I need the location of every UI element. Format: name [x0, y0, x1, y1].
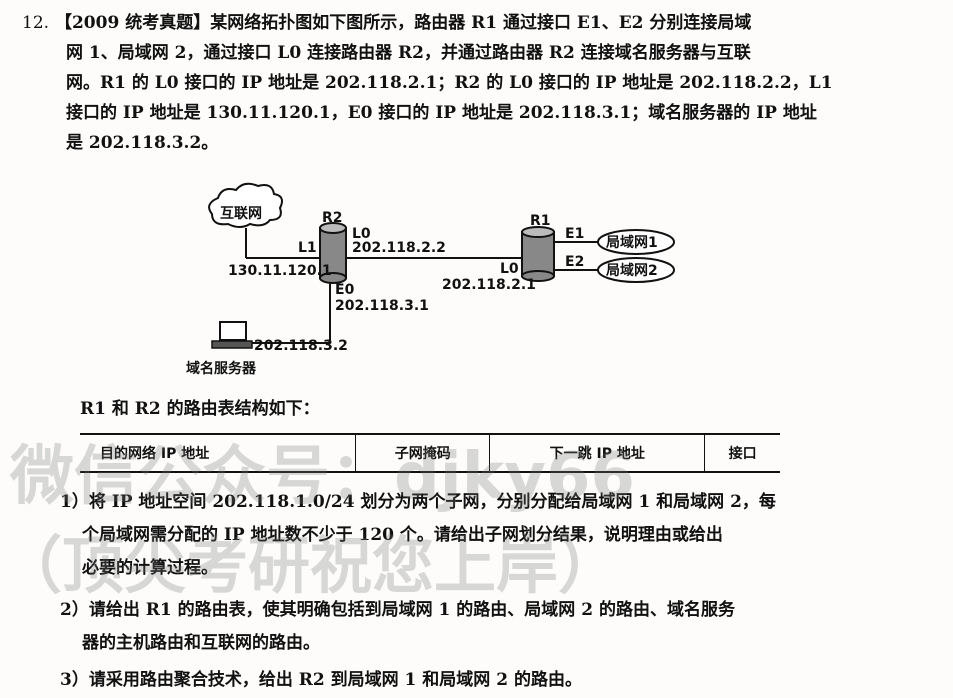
r2-label: R2 — [322, 210, 343, 226]
sub-question-1: 1）将 IP 地址空间 202.118.1.0/24 划分为两个子网，分别分配给… — [60, 486, 940, 585]
dns-label: 域名服务器 — [186, 360, 257, 377]
lan2-ellipse — [597, 257, 675, 283]
r2-l1-ip: 130.11.120.1 — [228, 263, 332, 279]
question-number: 12. — [22, 13, 50, 33]
column-header-mask: 子网掩码 — [355, 433, 490, 473]
internet-label: 互联网 — [220, 206, 262, 222]
routing-table-intro: R1 和 R2 的路由表结构如下： — [80, 399, 320, 419]
computer-icon — [211, 321, 253, 349]
lan2-label: 局域网2 — [606, 262, 658, 279]
dns-ip: 202.118.3.2 — [254, 338, 348, 354]
router-r1-icon — [521, 226, 555, 282]
stem-line-4: 接口的 IP 地址是 130.11.120.1，E0 接口的 IP 地址是 20… — [66, 103, 817, 123]
table-header-row: 目的网络 IP 地址 子网掩码 下一跳 IP 地址 接口 — [80, 433, 780, 473]
r2-e0-ip: 202.118.3.1 — [335, 298, 429, 314]
stem-line-1: 【2009 统考真题】某网络拓扑图如下图所示，路由器 R1 通过接口 E1、E2… — [54, 13, 752, 33]
sub-question-1-line-3: 必要的计算过程。 — [82, 558, 218, 578]
r2-l1-label: L1 — [298, 240, 317, 256]
column-header-next-hop: 下一跳 IP 地址 — [489, 433, 705, 473]
sub-question-1-line-2: 个局域网需分配的 IP 地址数不少于 120 个。请给出子网划分结果，说明理由或… — [82, 525, 723, 545]
lan1-ellipse — [597, 229, 675, 255]
r2-e0-label: E0 — [335, 282, 355, 298]
stem-line-2: 网 1、局域网 2，通过接口 L0 连接路由器 R2，并通过路由器 R2 连接域… — [66, 43, 751, 63]
network-topology-diagram: 互联网 R2 L0 202.118.2.2 L1 130.11.120.1 E0… — [186, 182, 675, 377]
stem-line-3: 网。R1 的 L0 接口的 IP 地址是 202.118.2.1；R2 的 L0… — [66, 73, 833, 93]
stem-line-5: 是 202.118.3.2。 — [66, 133, 219, 153]
r2-l0-ip: 202.118.2.2 — [352, 240, 446, 256]
sub-question-3-line-1: 3）请采用路由聚合技术，给出 R2 到局域网 1 和局域网 2 的路由。 — [60, 670, 582, 690]
sub-question-2-line-2: 器的主机路由和互联网的路由。 — [82, 633, 320, 653]
cloud-icon — [208, 182, 283, 228]
question-stem: 12. 【2009 统考真题】某网络拓扑图如下图所示，路由器 R1 通过接口 E… — [22, 8, 922, 158]
r1-e2-label: E2 — [565, 254, 584, 270]
r1-l0-label: L0 — [500, 261, 519, 277]
column-header-dest-ip: 目的网络 IP 地址 — [80, 433, 356, 473]
router-r2-icon — [319, 222, 347, 284]
sub-question-1-line-1: 1）将 IP 地址空间 202.118.1.0/24 划分为两个子网，分别分配给… — [60, 492, 776, 512]
sub-question-3: 3）请采用路由聚合技术，给出 R2 到局域网 1 和局域网 2 的路由。 — [60, 664, 940, 697]
sub-question-2-line-1: 2）请给出 R1 的路由表，使其明确包括到局域网 1 的路由、局域网 2 的路由… — [60, 600, 735, 620]
r1-label: R1 — [530, 213, 551, 229]
r1-l0-ip: 202.118.2.1 — [442, 277, 536, 293]
r1-e1-label: E1 — [565, 226, 584, 242]
lan1-label: 局域网1 — [606, 234, 658, 251]
column-header-interface: 接口 — [704, 433, 780, 473]
routing-table-structure: 目的网络 IP 地址 子网掩码 下一跳 IP 地址 接口 — [80, 433, 780, 473]
r2-l0-label: L0 — [352, 226, 371, 242]
sub-question-2: 2）请给出 R1 的路由表，使其明确包括到局域网 1 的路由、局域网 2 的路由… — [60, 594, 940, 660]
